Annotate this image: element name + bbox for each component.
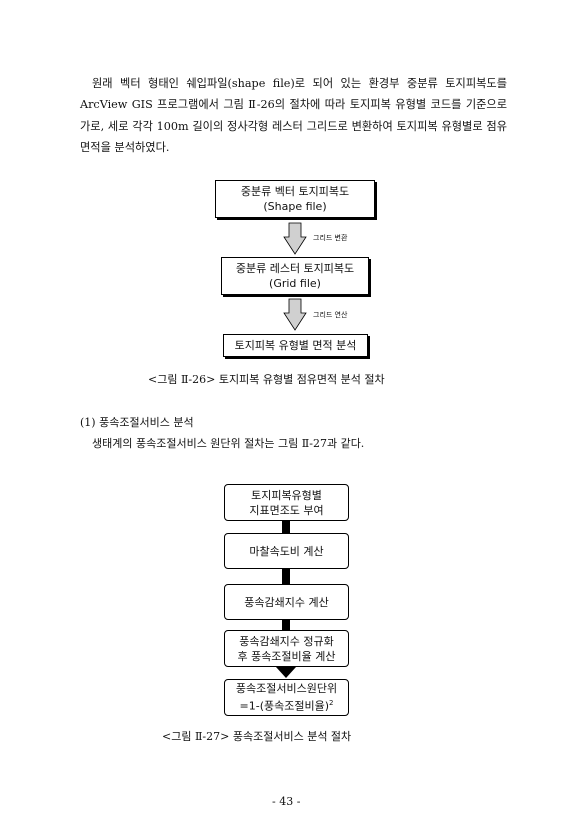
- figure-26-caption: <그림 Ⅱ-26> 토지피복 유형별 점유면적 분석 절차: [148, 373, 385, 386]
- flow27-service-unit-line1: 풍속조절서비스원단위: [235, 682, 338, 696]
- flow26-arrow-label-grid-calc: 그리드 연산: [313, 311, 348, 319]
- flow26-box-vector-map: 중분류 벡터 토지피복도 (Shape file): [215, 180, 375, 218]
- flow27-box-roughness: 토지피복유형별 지표면조도 부여: [224, 484, 349, 521]
- figure-27-caption: <그림 Ⅱ-27> 풍속조절서비스 분석 절차: [162, 730, 352, 743]
- section-heading: (1) 풍속조절서비스 분석: [80, 416, 194, 429]
- page-number: - 43 -: [272, 795, 301, 808]
- flow27-service-unit-exponent: 2: [329, 699, 334, 708]
- flow26-arrow-down-icon: [283, 222, 307, 255]
- flow27-box-friction-ratio: 마찰속도비 계산: [224, 533, 349, 569]
- flow27-box-service-unit: 풍속조절서비스원단위 =1-(풍속조절비율)2: [224, 679, 349, 716]
- intro-paragraph: 원래 벡터 형태인 쉐입파일(shape file)로 되어 있는 환경부 중분…: [80, 77, 507, 155]
- flow26-arrow-down-icon: [283, 298, 307, 331]
- flow27-arrow-down-icon: [276, 667, 296, 678]
- flow26-arrow-label-grid-convert: 그리드 변환: [313, 234, 348, 242]
- flow26-box-raster-map: 중분류 레스터 토지피복도 (Grid file): [221, 257, 369, 295]
- flow27-box-attenuation-index: 풍속감쇄지수 계산: [224, 584, 349, 620]
- flow27-connector: [282, 620, 290, 630]
- flow27-service-unit-formula: =1-(풍속조절비율): [239, 699, 330, 713]
- flow27-connector: [282, 521, 290, 533]
- flow26-box-area-analysis: 토지피복 유형별 면적 분석: [223, 334, 368, 357]
- flow27-connector: [282, 569, 290, 584]
- flow27-service-unit-line2: =1-(풍속조절비율)2: [240, 696, 334, 714]
- flow27-box-normalize: 풍속감쇄지수 정규화 후 풍속조절비율 계산: [224, 630, 349, 667]
- section-body: 생태계의 풍속조절서비스 원단위 절차는 그림 Ⅱ-27과 같다.: [92, 437, 365, 450]
